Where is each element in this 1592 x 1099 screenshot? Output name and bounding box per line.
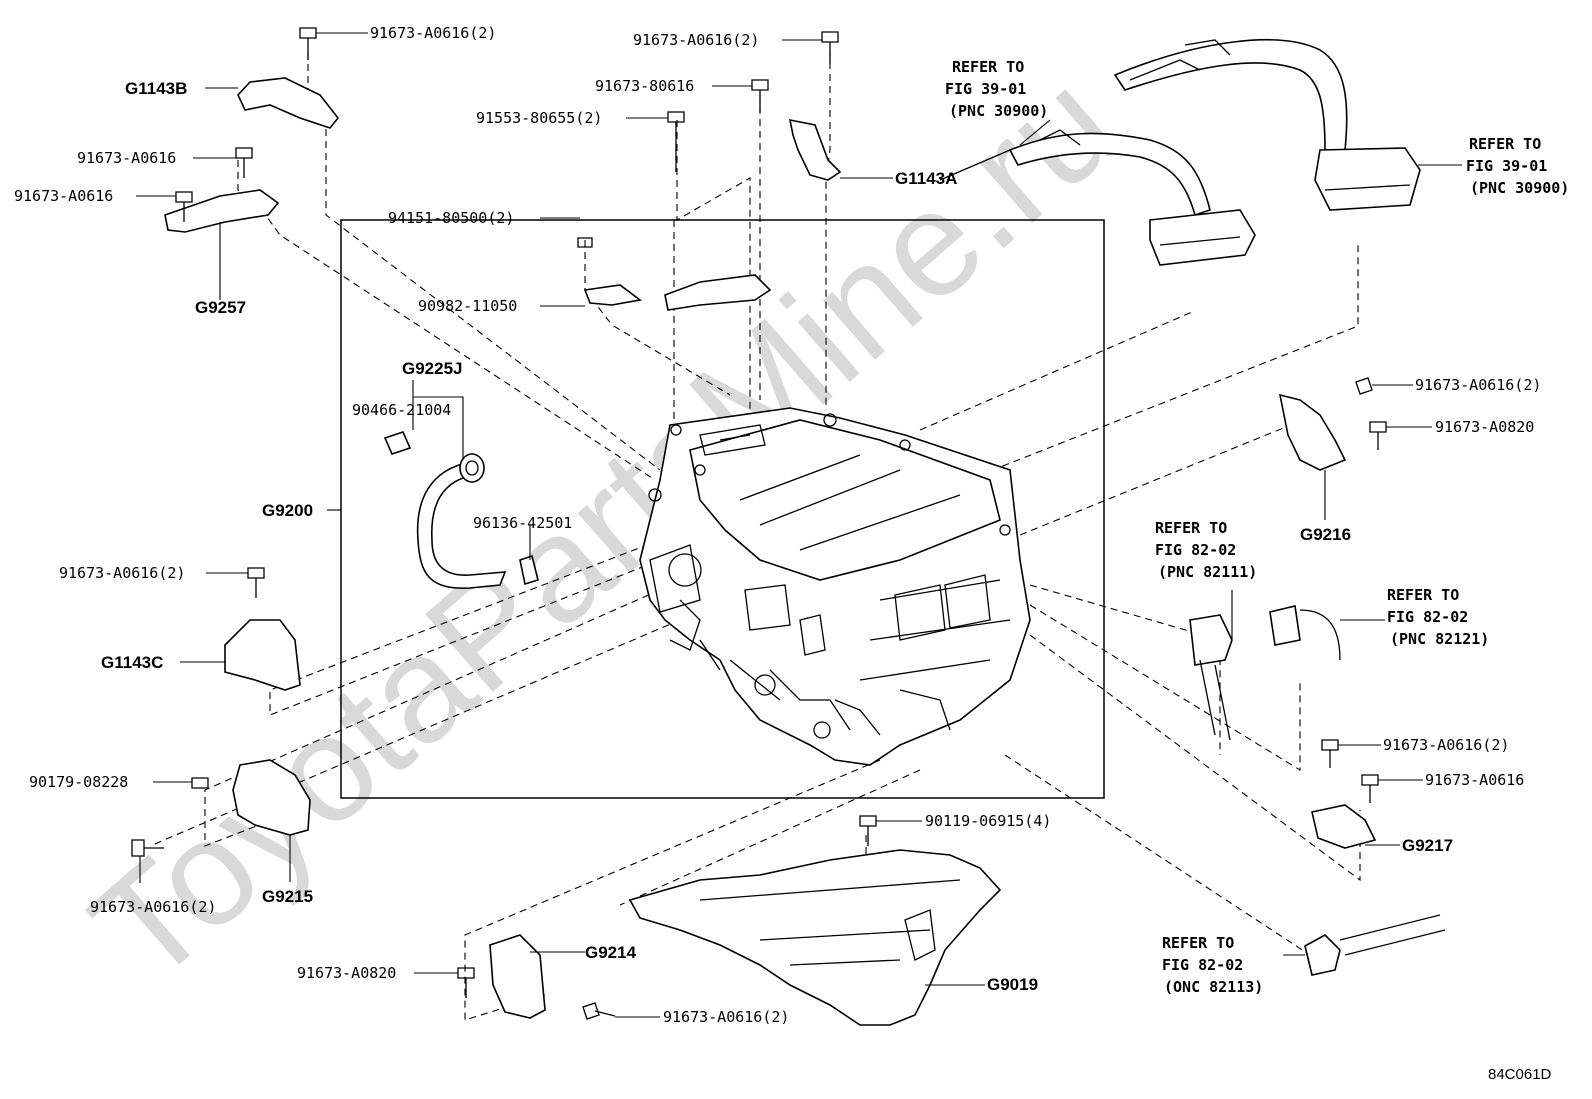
label-g9225j: G9225J [402,359,463,378]
label-91673-A0616-2-left: 91673-A0616(2) [59,564,185,582]
svg-text:FIG 82-02: FIG 82-02 [1387,608,1468,626]
plate-g9019 [628,849,1002,1026]
label-g1143b: G1143B [125,79,187,98]
ref-label-4: REFER TO FIG 82-02 (PNC 82121) [1387,586,1489,648]
bracket-g9215 [232,759,311,836]
label-91673-A0820-right: 91673-A0820 [1435,418,1534,436]
leader-lines [136,32,1462,1018]
label-90982-11050: 90982-11050 [418,297,517,315]
bracket-g9257 [164,189,280,233]
label-91673-A0616-2-bot: 91673-A0616(2) [663,1008,789,1026]
label-g9217: G9217 [1402,836,1453,855]
svg-text:REFER TO: REFER TO [1155,519,1227,537]
figure-id: 84C061D [1488,1066,1552,1083]
bolts [131,27,1387,1020]
ref-label-3: REFER TO FIG 82-02 (PNC 82111) [1155,519,1257,581]
label-g9216: G9216 [1300,525,1351,544]
svg-text:(PNC 30900): (PNC 30900) [1470,179,1569,197]
svg-text:FIG 82-02: FIG 82-02 [1162,956,1243,974]
label-g1143a: G1143A [895,169,957,188]
label-90179-08228: 90179-08228 [29,773,128,791]
label-91673-A0616-b: 91673-A0616 [14,187,113,205]
connectors-right [1189,605,1446,976]
bracket-g1143b [237,77,340,129]
ref-label-2: REFER TO FIG 39-01 (PNC 30900) [1466,135,1569,197]
assembly-box [340,219,1105,799]
svg-text:(PNC 82111): (PNC 82111) [1158,563,1257,581]
bracket-top-plate [664,274,772,311]
bracket-g9217 [1311,804,1377,849]
ref-label-5: REFER TO FIG 82-02 (ONC 82113) [1162,934,1263,996]
inverter-assembly [639,407,1031,766]
bracket-g1143a [788,118,842,181]
ref-label-1: REFER TO FIG 39-01 (PNC 30900) [945,58,1048,120]
label-94151-80500: 94151-80500(2) [388,209,514,227]
label-g9257: G9257 [195,298,246,317]
label-91673-A0616-a: 91673-A0616 [77,149,176,167]
label-91553-80655: 91553-80655(2) [476,109,602,127]
label-g9214: G9214 [585,943,637,962]
label-91673-A0616-2-low: 91673-A0616(2) [90,898,216,916]
svg-text:REFER TO: REFER TO [1387,586,1459,604]
bracket-g1143c [224,619,301,691]
label-96136-42501: 96136-42501 [473,514,572,532]
svg-text:FIG 39-01: FIG 39-01 [945,80,1026,98]
label-g9019: G9019 [987,975,1038,994]
svg-text:FIG 82-02: FIG 82-02 [1155,541,1236,559]
hose-g9225j [383,431,539,589]
svg-text:(ONC 82113): (ONC 82113) [1164,978,1263,996]
label-90119-06915: 90119-06915(4) [925,812,1051,830]
label-91673-A0616-2-top: 91673-A0616(2) [370,24,496,42]
cable-upper-right [939,39,1421,266]
label-91673-A0616-r3: 91673-A0616 [1425,771,1524,789]
label-g9200: G9200 [262,501,313,520]
svg-text:FIG 39-01: FIG 39-01 [1466,157,1547,175]
label-91673-A0820-bot: 91673-A0820 [297,964,396,982]
svg-text:REFER TO: REFER TO [1162,934,1234,952]
label-90466-21004: 90466-21004 [352,401,451,419]
label-91673-80616: 91673-80616 [595,77,694,95]
svg-text:REFER TO: REFER TO [952,58,1024,76]
svg-text:(PNC 82121): (PNC 82121) [1390,630,1489,648]
svg-text:REFER TO: REFER TO [1469,135,1541,153]
clip-90982-11050 [583,284,642,306]
bracket-g9216 [1278,393,1347,471]
label-91673-A0616-2-mid: 91673-A0616(2) [633,31,759,49]
label-g1143c: G1143C [101,653,163,672]
label-g9215: G9215 [262,887,313,906]
svg-text:(PNC 30900): (PNC 30900) [949,102,1048,120]
label-91673-A0616-2-right: 91673-A0616(2) [1415,376,1541,394]
bracket-g9214 [489,934,546,1019]
label-91673-A0616-2-r2: 91673-A0616(2) [1383,736,1509,754]
